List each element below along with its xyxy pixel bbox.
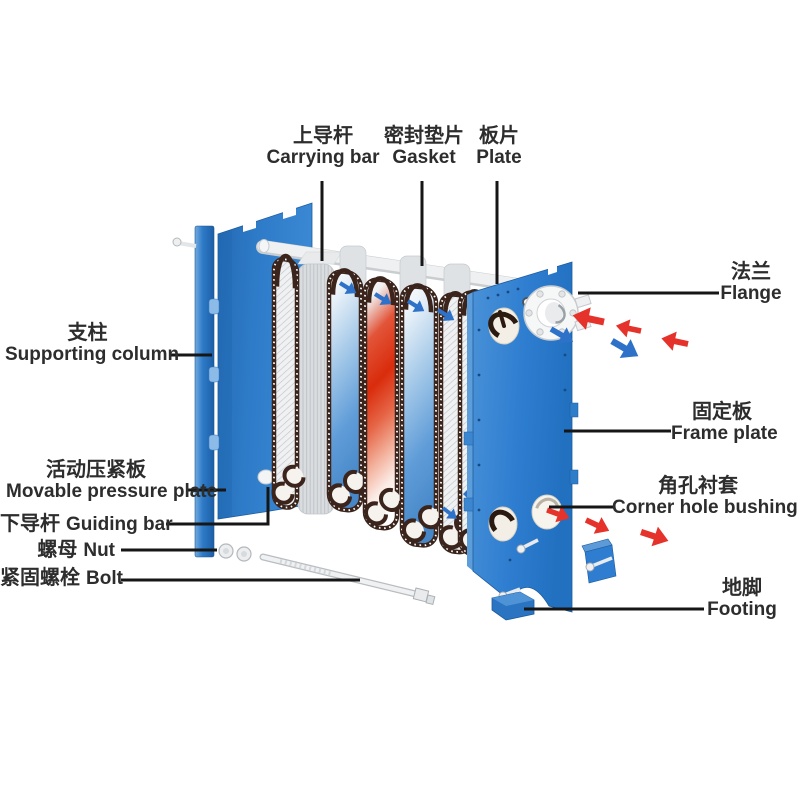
label-bolt: 紧固螺栓 Bolt [0,567,123,590]
label-plate-zh: 板片 [479,125,519,147]
hot-flow-arrow [614,316,643,340]
label-movable-pressure-plate-en: Movable pressure plate [6,481,218,502]
label-plate: 板片 Plate [459,125,539,169]
label-movable-pressure-plate: 活动压紧板 Movable pressure plate [6,459,218,503]
label-supporting-column-en: Supporting column [5,344,180,365]
footing-graphic [491,591,535,621]
hot-flow-arrow [637,522,672,551]
label-bolt-en: Bolt [86,568,123,589]
gasket-plate-blue-2 [399,283,442,548]
frame-plate-graphic [463,261,579,621]
frame-rivet-dots [477,287,567,562]
label-supporting-column: 支柱 Supporting column [5,322,180,366]
hot-flow-arrow [582,511,614,540]
label-footing: 地脚 Footing [702,577,782,621]
label-frame-plate-en: Frame plate [671,423,778,444]
label-guiding-bar-zh: 下导杆 [0,513,60,535]
label-bolt-zh: 紧固螺栓 [0,567,80,589]
label-gasket: 密封垫片 Gasket [364,125,484,169]
label-supporting-column-zh: 支柱 [67,322,108,344]
plate-top-notch [283,207,296,219]
label-guiding-bar: 下导杆 Guiding bar [0,513,173,536]
label-gasket-zh: 密封垫片 [384,125,464,147]
label-guiding-bar-en: Guiding bar [66,514,173,535]
column-bolt-head [172,237,182,247]
label-carrying-bar-zh: 上导杆 [293,125,353,147]
label-corner-hole-bushing-en: Corner hole bushing [612,497,798,518]
cold-flow-arrow [606,331,644,366]
guiding-bar-boss [257,469,275,485]
label-footing-zh: 地脚 [722,577,762,599]
gasket-plate-0 [271,253,306,510]
gasket-plate-red [362,276,403,531]
plate-top-notch [243,220,256,232]
leader-lines [121,181,719,611]
label-corner-hole-bushing-zh: 角孔衬套 [658,475,738,497]
label-movable-pressure-plate-zh: 活动压紧板 [46,459,146,481]
label-carrying-bar: 上导杆 Carrying bar [233,125,413,169]
label-nut-en: Nut [83,540,115,561]
label-flange-en: Flange [720,283,782,304]
label-frame-plate: 固定板 Frame plate [671,401,778,445]
label-footing-en: Footing [707,599,777,620]
label-frame-plate-zh: 固定板 [692,401,752,423]
leader-guiding-bar [166,487,270,526]
label-corner-hole-bushing: 角孔衬套 Corner hole bushing [612,475,798,519]
supporting-column-graphic [172,225,215,558]
corner-hole-upper [488,307,520,345]
bushing-bracket-piece [581,538,617,584]
label-flange: 法兰 Flange [711,261,791,305]
frame-top-notch [548,263,557,275]
label-nut-zh: 螺母 [37,539,78,561]
label-plate-en: Plate [476,147,522,168]
corner-hole-lower [488,506,518,542]
label-carrying-bar-en: Carrying bar [266,147,380,168]
label-flange-zh: 法兰 [731,261,771,283]
label-gasket-en: Gasket [392,147,456,168]
hot-flow-arrow [659,328,691,354]
tightening-bolt-graphic [259,553,436,606]
gasket-plate-blue-1 [326,268,367,513]
nuts-graphic [218,543,252,562]
